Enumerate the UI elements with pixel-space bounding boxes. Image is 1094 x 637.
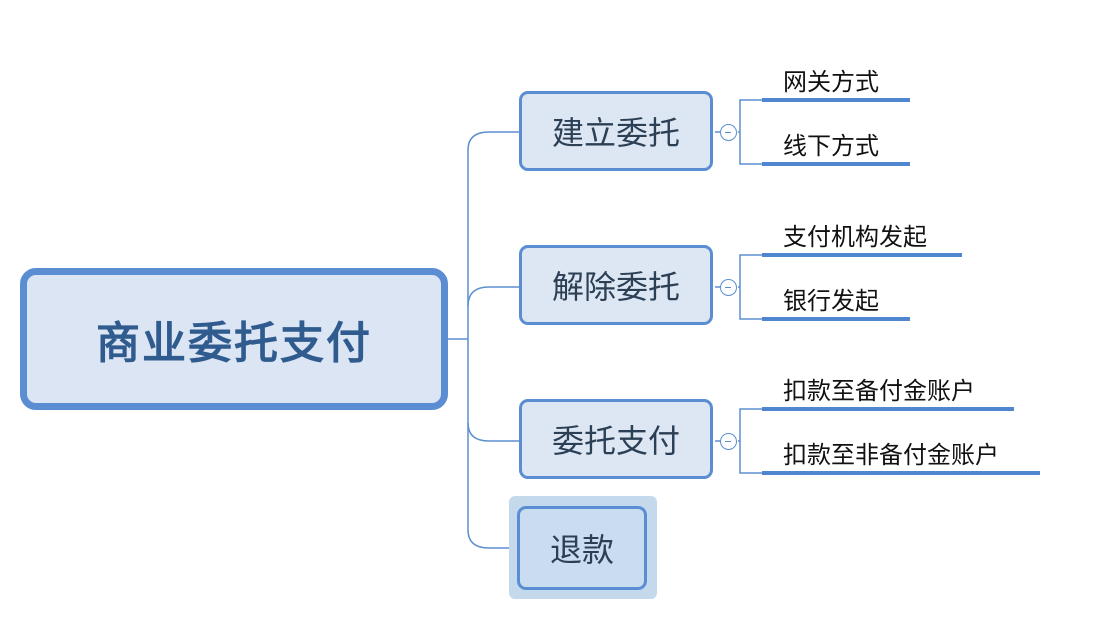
branch-label: 解除委托 [551, 268, 680, 306]
trunk-connector [467, 131, 490, 549]
root-label: 商业委托支付 [96, 318, 372, 369]
sub-bracket-2 [738, 254, 762, 320]
root-node[interactable]: 商业委托支付 [20, 268, 448, 410]
branch-node-payment[interactable]: 委托支付 [519, 399, 713, 479]
collapse-toggle-icon[interactable] [720, 433, 737, 450]
leaf-node-institution[interactable]: 支付机构发起 [783, 223, 927, 251]
sub-bracket-3 [738, 408, 762, 474]
branch-node-release[interactable]: 解除委托 [519, 245, 713, 325]
leaf-node-bank[interactable]: 银行发起 [783, 287, 879, 315]
sub-bracket-1 [738, 99, 762, 165]
branch-label: 建立委托 [551, 114, 680, 152]
branch-node-refund[interactable]: 退款 [517, 506, 647, 590]
leaf-node-gateway[interactable]: 网关方式 [783, 68, 879, 96]
leaf-node-non-reserve-account[interactable]: 扣款至非备付金账户 [783, 441, 999, 469]
branch-label: 退款 [549, 531, 614, 569]
collapse-toggle-icon[interactable] [720, 279, 737, 296]
branch-node-establish[interactable]: 建立委托 [519, 91, 713, 171]
leaf-node-reserve-account[interactable]: 扣款至备付金账户 [783, 377, 975, 405]
leaf-node-offline[interactable]: 线下方式 [783, 132, 879, 160]
branch-connector-2 [467, 286, 519, 307]
collapse-toggle-icon[interactable] [720, 124, 737, 141]
branch-label: 委托支付 [551, 422, 680, 460]
branch-connector-3 [467, 422, 519, 442]
